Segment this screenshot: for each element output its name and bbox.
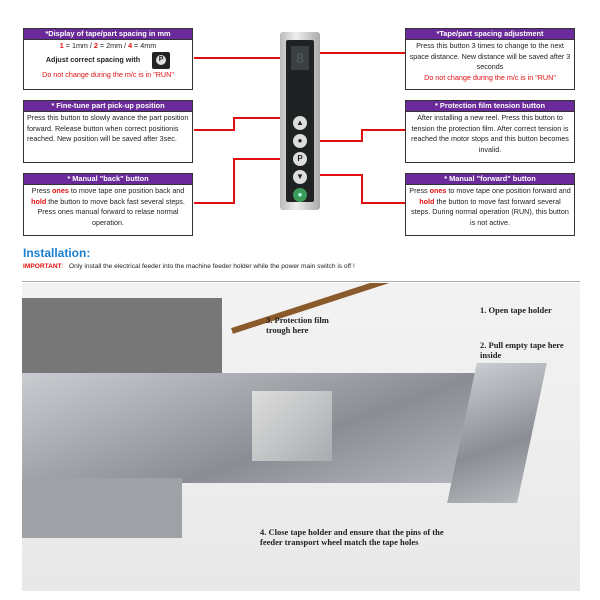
box-body: Press ones to move tape one position bac…	[24, 185, 192, 230]
cover-plate	[252, 391, 332, 461]
manual-forward-box: * Manual "forward" button Press ones to …	[405, 173, 575, 236]
num: 4	[128, 41, 133, 50]
feeder-lower	[22, 478, 182, 538]
spacing-adjust-box: *Tape/part spacing adjustment Press this…	[405, 28, 575, 90]
num: 2	[93, 41, 98, 50]
segment-display: 8	[291, 46, 309, 70]
colon: :	[61, 263, 64, 270]
connector	[233, 117, 235, 131]
down-button[interactable]: ▼	[293, 170, 307, 184]
connector	[312, 52, 405, 54]
box-title: * Manual "forward" button	[406, 174, 574, 185]
important-text: Only install the electrical feeder into …	[69, 263, 355, 270]
p-key-icon: P	[152, 52, 171, 69]
box-body: Press ones to move tape one position for…	[406, 185, 574, 230]
box-body: Press this button to slowly avance the p…	[27, 113, 189, 143]
emph: ones	[429, 186, 447, 195]
txt: = 4mm	[132, 41, 157, 50]
label-pull-tape: 2. Pull empty tape here inside	[480, 340, 564, 360]
txt: Press	[409, 186, 430, 195]
connector	[233, 158, 235, 204]
box-body: Press this button 3 times to change to t…	[409, 41, 571, 71]
connector	[361, 174, 363, 204]
box-title: *Tape/part spacing adjustment	[406, 29, 574, 40]
tension-box: * Protection film tension button After i…	[405, 100, 575, 163]
spacing-legend: 1 = 1mm / 2 = 2mm / 4 = 4mm	[27, 41, 189, 52]
box-title: *Display of tape/part spacing in mm	[24, 29, 192, 40]
connector	[361, 129, 405, 131]
label-protection-film: 3. Protection film trough here	[266, 315, 329, 335]
label-open-holder: 1. Open tape holder	[480, 305, 552, 315]
important-label: IMPORTANT	[23, 263, 62, 270]
p-key-label: P	[156, 55, 167, 65]
up-button[interactable]: ▲	[293, 116, 307, 130]
tension-button[interactable]: ●	[293, 134, 307, 148]
label-close-holder: 4. Close tape holder and ensure that the…	[260, 527, 444, 547]
connector	[194, 129, 234, 131]
connector	[233, 117, 288, 119]
feeder-keypad: 8 ▲ ● P ▼ ●	[280, 32, 320, 210]
connector	[361, 129, 363, 142]
manual-back-box: * Manual "back" button Press ones to mov…	[23, 173, 193, 236]
box-body: After installing a new reel. Press this …	[411, 113, 569, 154]
forward-button[interactable]: ●	[293, 188, 307, 202]
finetune-box: * Fine-tune part pick-up position Press …	[23, 100, 193, 163]
emph: ones	[52, 186, 69, 195]
txt: to move tape one position forward and	[446, 186, 571, 195]
box-title: * Protection film tension button	[406, 101, 574, 112]
run-warning: Do not change during the m/c is in "RUN"	[424, 72, 556, 82]
p-button[interactable]: P	[293, 152, 307, 166]
display-spacing-box: *Display of tape/part spacing in mm 1 = …	[23, 28, 193, 90]
box-title: * Fine-tune part pick-up position	[24, 101, 192, 112]
txt: to move tape one position back and	[68, 186, 185, 195]
connector	[312, 174, 362, 176]
box-title: * Manual "back" button	[24, 174, 192, 185]
divider	[22, 281, 580, 282]
important-note: IMPORTANT: Only install the electrical f…	[23, 263, 355, 270]
connector	[361, 202, 405, 204]
connector	[233, 158, 288, 160]
connector	[194, 57, 286, 59]
txt: Press	[31, 186, 53, 195]
txt: the button to move fast forward several …	[411, 196, 569, 227]
emph: hold	[419, 196, 435, 206]
txt: = 1mm /	[63, 41, 94, 50]
adjust-label: Adjust correct spacing with	[45, 55, 141, 65]
connector	[312, 140, 362, 142]
emph: hold	[31, 196, 47, 206]
txt: = 2mm /	[97, 41, 129, 50]
feeder-photo: 3. Protection film trough here 1. Open t…	[22, 283, 580, 591]
run-warning: Do not change during the m/c is in "RUN"	[42, 69, 174, 79]
num: 1	[59, 41, 64, 50]
installation-heading: Installation:	[23, 246, 91, 260]
txt: the button to move back fast several ste…	[37, 196, 185, 227]
connector	[194, 202, 234, 204]
